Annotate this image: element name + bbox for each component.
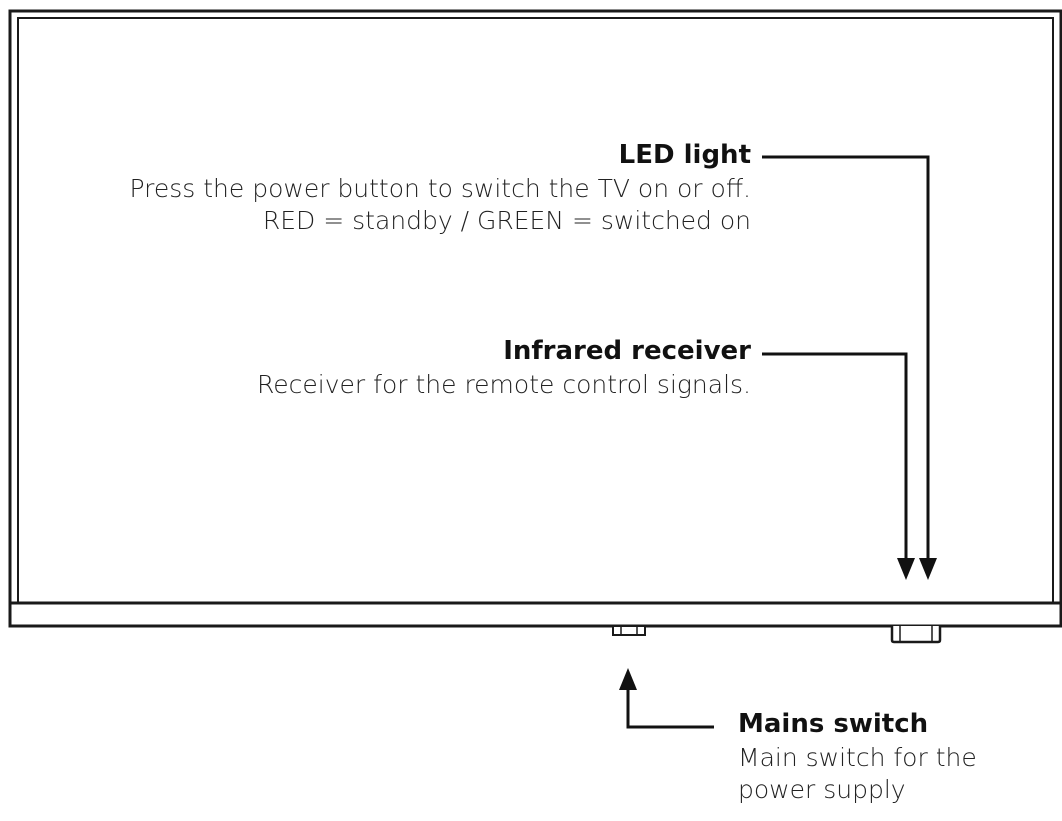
mains-switch-description-line1: Main switch for the: [738, 742, 977, 772]
mains-switch-hardware: [612, 625, 646, 636]
led-light-description-line1: Press the power button to switch the TV …: [129, 173, 751, 203]
led-light-leader: [762, 155, 937, 580]
led-light-callout: LED light Press the power button to swit…: [129, 139, 751, 238]
tv-screen-frame: [8, 9, 1062, 628]
mains-switch-title: Mains switch: [738, 709, 929, 739]
infrared-receiver-title: Infrared receiver: [503, 336, 751, 366]
led-light-description-line2: RED = standby / GREEN = switched on: [262, 206, 751, 236]
mains-switch-description-line2: power supply: [738, 775, 906, 805]
mains-switch-leader: [619, 668, 714, 729]
sensor-module-hardware: [890, 626, 942, 644]
mains-switch-callout: Mains switch Main switch for the power s…: [738, 708, 977, 807]
led-light-title: LED light: [618, 140, 751, 170]
infrared-receiver-callout: Infrared receiver Receiver for the remot…: [257, 335, 751, 401]
tv-screen-inner: [17, 17, 1054, 604]
infrared-receiver-leader: [762, 352, 915, 580]
infrared-receiver-description: Receiver for the remote control signals.: [257, 369, 751, 399]
